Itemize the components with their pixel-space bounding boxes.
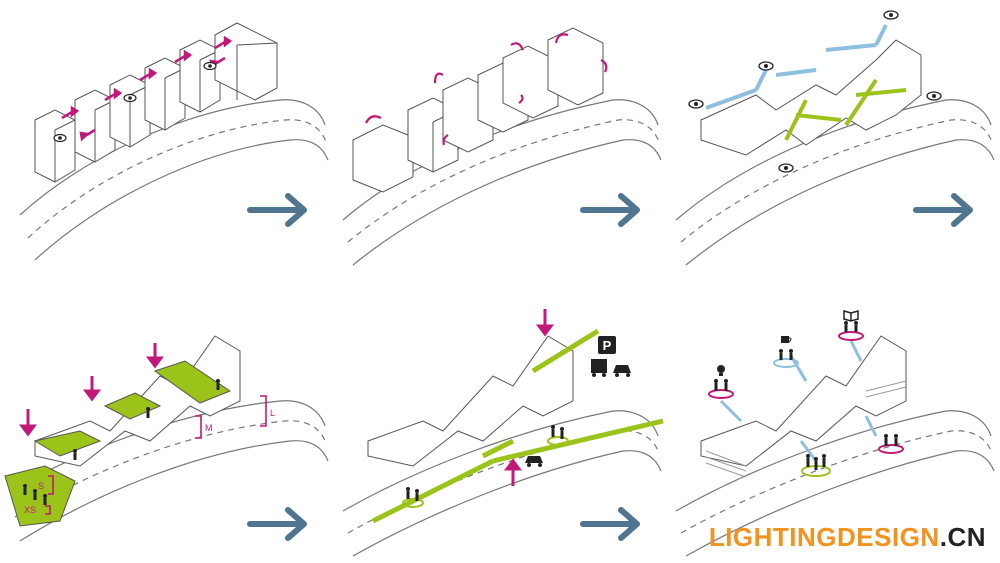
- panel-step-3: [675, 10, 995, 266]
- truck-icon: [591, 359, 607, 377]
- panel-step-4: XS S M L: [4, 335, 329, 542]
- car-icon: [525, 365, 631, 467]
- people-group-icon: [23, 379, 220, 505]
- eye-icon: [53, 61, 217, 143]
- terrace-building: [33, 335, 241, 467]
- size-label-s: S: [38, 481, 44, 491]
- step-arrow-icon: [580, 193, 640, 227]
- panel-step-6: [675, 310, 995, 557]
- building-blocks: [34, 22, 278, 183]
- panel-step-5: P: [342, 309, 664, 557]
- size-bracket-group: [45, 395, 267, 515]
- lightbulb-icon: [717, 365, 725, 376]
- step-arrow-icon: [913, 193, 973, 227]
- road: [19, 99, 329, 261]
- step-arrow-icon: [247, 193, 307, 227]
- size-label-m: M: [205, 423, 213, 433]
- ground-plaza: [4, 465, 76, 527]
- watermark-suffix: .CN: [939, 522, 986, 552]
- people-group-icon: [402, 425, 569, 508]
- zigzag-building: [700, 335, 907, 478]
- svg-text:P: P: [603, 338, 612, 353]
- access-arrow-group: [504, 309, 554, 486]
- size-label-xs: XS: [24, 505, 36, 515]
- people-group-icon: [714, 321, 898, 470]
- book-icon: [843, 310, 859, 322]
- zigzag-building: [367, 335, 574, 467]
- parking-sign-icon: P: [598, 336, 616, 354]
- insert-arrow-group: [19, 343, 164, 437]
- circulation-arrow-group: [371, 328, 664, 524]
- coffee-cup-icon: [781, 336, 792, 343]
- watermark-main: LIGHTINGDESIGN: [708, 522, 940, 552]
- panel-step-2: [342, 27, 662, 266]
- zigzag-building: [700, 39, 922, 156]
- eye-icon: [688, 10, 942, 173]
- watermark: LIGHTINGDESIGN.CN: [709, 522, 986, 553]
- step-arrow-icon: [580, 507, 640, 541]
- step-arrow-icon: [247, 507, 307, 541]
- view-arrow-blue: [705, 24, 888, 110]
- panel-step-1: [19, 22, 329, 261]
- view-arrow-group: [61, 35, 233, 142]
- rotation-arrow-group: [365, 33, 608, 146]
- building-blocks: [352, 27, 604, 193]
- road: [675, 410, 995, 557]
- size-label-l: L: [270, 408, 275, 418]
- view-arrow-green: [784, 78, 907, 141]
